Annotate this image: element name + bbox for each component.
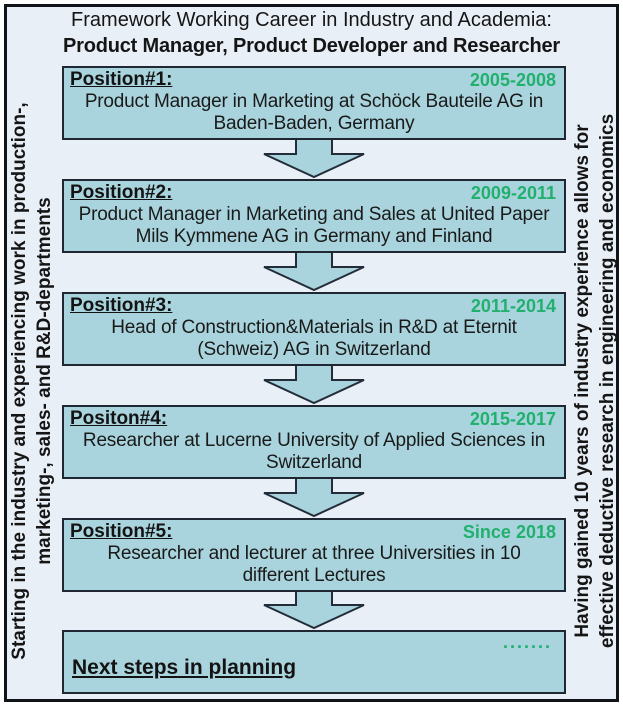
position-3-label: Position#3: <box>70 295 173 316</box>
position-1-period: 2005-2008 <box>469 70 556 90</box>
position-box-2-header: Position#2: 2009-2011 <box>64 181 564 204</box>
next-steps-box: ....... Next steps in planning <box>62 630 566 694</box>
position-5-label: Position#5: <box>70 521 173 542</box>
down-arrow-icon <box>263 140 365 179</box>
position-box-5-header: Position#5: Since 2018 <box>64 520 564 543</box>
right-caption-line-2: effective deductive research in engineer… <box>597 113 618 649</box>
left-caption-line-1: Starting in the industry and experiencin… <box>9 102 30 660</box>
position-2-description: Product Manager in Marketing and Sales a… <box>78 204 550 247</box>
position-box-5: Position#5: Since 2018 Researcher and le… <box>62 518 566 592</box>
position-4-period: 2015-2017 <box>469 409 556 429</box>
title-line-1: Framework Working Career in Industry and… <box>71 9 552 31</box>
next-steps-dots: ....... <box>502 632 552 652</box>
position-box-4: Positon#4: 2015-2017 Researcher at Lucer… <box>62 405 566 479</box>
position-2-label: Position#2: <box>70 182 173 203</box>
title-line-2: Product Manager, Product Developer and R… <box>62 35 561 57</box>
position-5-period: Since 2018 <box>462 522 556 542</box>
position-box-3-header: Position#3: 2011-2014 <box>64 294 564 317</box>
position-5-description: Researcher and lecturer at three Univers… <box>107 543 521 586</box>
position-3-description: Head of Construction&Materials in R&D at… <box>111 317 517 360</box>
left-caption-line-2: marketing-, sales- and R&D-departments <box>34 197 55 565</box>
position-2-period: 2009-2011 <box>470 183 556 203</box>
position-box-4-header: Positon#4: 2015-2017 <box>64 407 564 430</box>
position-1-label: Position#1: <box>70 69 173 90</box>
right-caption-line-1: Having gained 10 years of industry exper… <box>572 124 593 638</box>
down-arrow-icon <box>263 253 365 292</box>
position-3-period: 2011-2014 <box>470 296 556 316</box>
position-box-3: Position#3: 2011-2014 Head of Constructi… <box>62 292 566 366</box>
down-arrow-icon <box>263 366 365 405</box>
next-steps-label: Next steps in planning <box>72 656 297 679</box>
down-arrow-icon <box>263 479 365 518</box>
position-box-1: Position#1: 2005-2008 Product Manager in… <box>62 66 566 140</box>
position-4-description: Researcher at Lucerne University of Appl… <box>82 430 546 473</box>
down-arrow-icon <box>263 592 365 630</box>
right-vertical-caption: Having gained 10 years of industry exper… <box>570 63 618 699</box>
diagram-title: Framework Working Career in Industry and… <box>0 7 623 59</box>
position-1-description: Product Manager in Marketing at Schöck B… <box>84 91 544 134</box>
position-box-2: Position#2: 2009-2011 Product Manager in… <box>62 179 566 253</box>
position-box-1-header: Position#1: 2005-2008 <box>64 68 564 91</box>
left-vertical-caption: Starting in the industry and experiencin… <box>7 63 59 699</box>
position-4-label: Positon#4: <box>70 408 168 429</box>
